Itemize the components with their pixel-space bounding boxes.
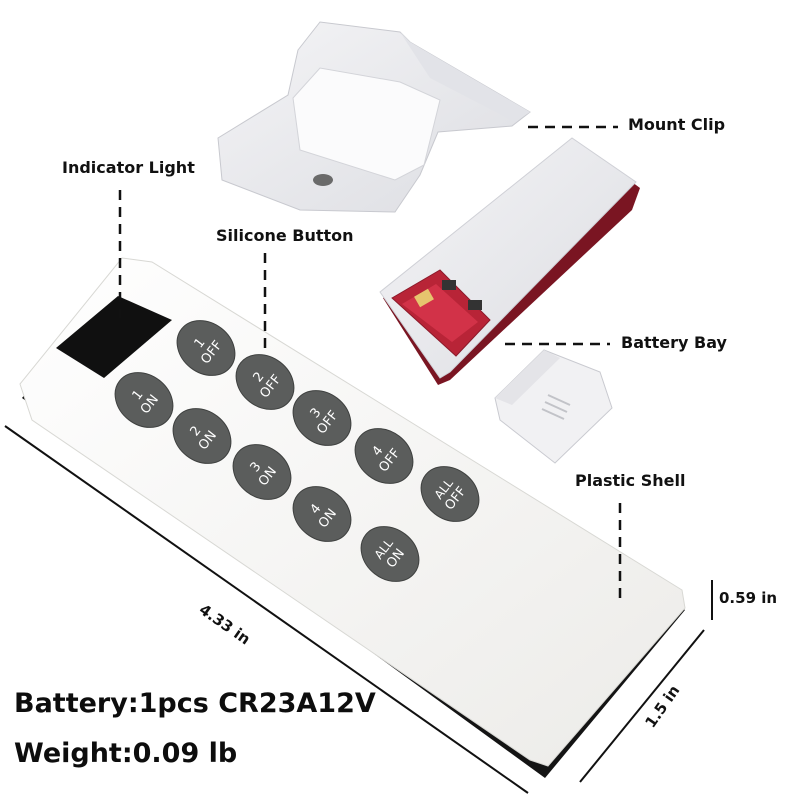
mount-clip-image: [217, 21, 531, 213]
remote-button-1-on: 1ON: [114, 372, 174, 428]
button-cap: [235, 354, 295, 410]
button-cap: [354, 428, 414, 484]
callout-silicone-button: Silicone Button: [216, 226, 354, 245]
button-cap: [114, 372, 174, 428]
dimension-height: 0.59 in: [719, 589, 778, 607]
button-cap: [292, 486, 352, 542]
remote-body-image: [19, 257, 686, 778]
button-cap: [360, 526, 420, 582]
battery-cover-image: [494, 349, 613, 464]
mount-hole: [313, 174, 333, 186]
remote-button-2-on: 2ON: [172, 408, 232, 464]
remote-button-4-on: 4ON: [292, 486, 352, 542]
button-cap: [176, 320, 236, 376]
button-cap: [232, 444, 292, 500]
button-cap: [172, 408, 232, 464]
battery-spec: Battery:1pcs CR23A12V: [14, 688, 376, 719]
callout-battery-bay: Battery Bay: [621, 333, 727, 352]
remote-button-3-on: 3ON: [232, 444, 292, 500]
callout-plastic-shell: Plastic Shell: [575, 471, 686, 490]
battery-bay-image: [379, 137, 640, 385]
callout-mount-clip: Mount Clip: [628, 115, 726, 134]
button-cap: [292, 390, 352, 446]
dimension-lines: [4, 425, 713, 794]
indicator-light: [56, 296, 172, 378]
callout-indicator-light: Indicator Light: [62, 158, 195, 177]
weight-spec: Weight:0.09 lb: [14, 738, 238, 769]
button-cap: [420, 466, 480, 522]
